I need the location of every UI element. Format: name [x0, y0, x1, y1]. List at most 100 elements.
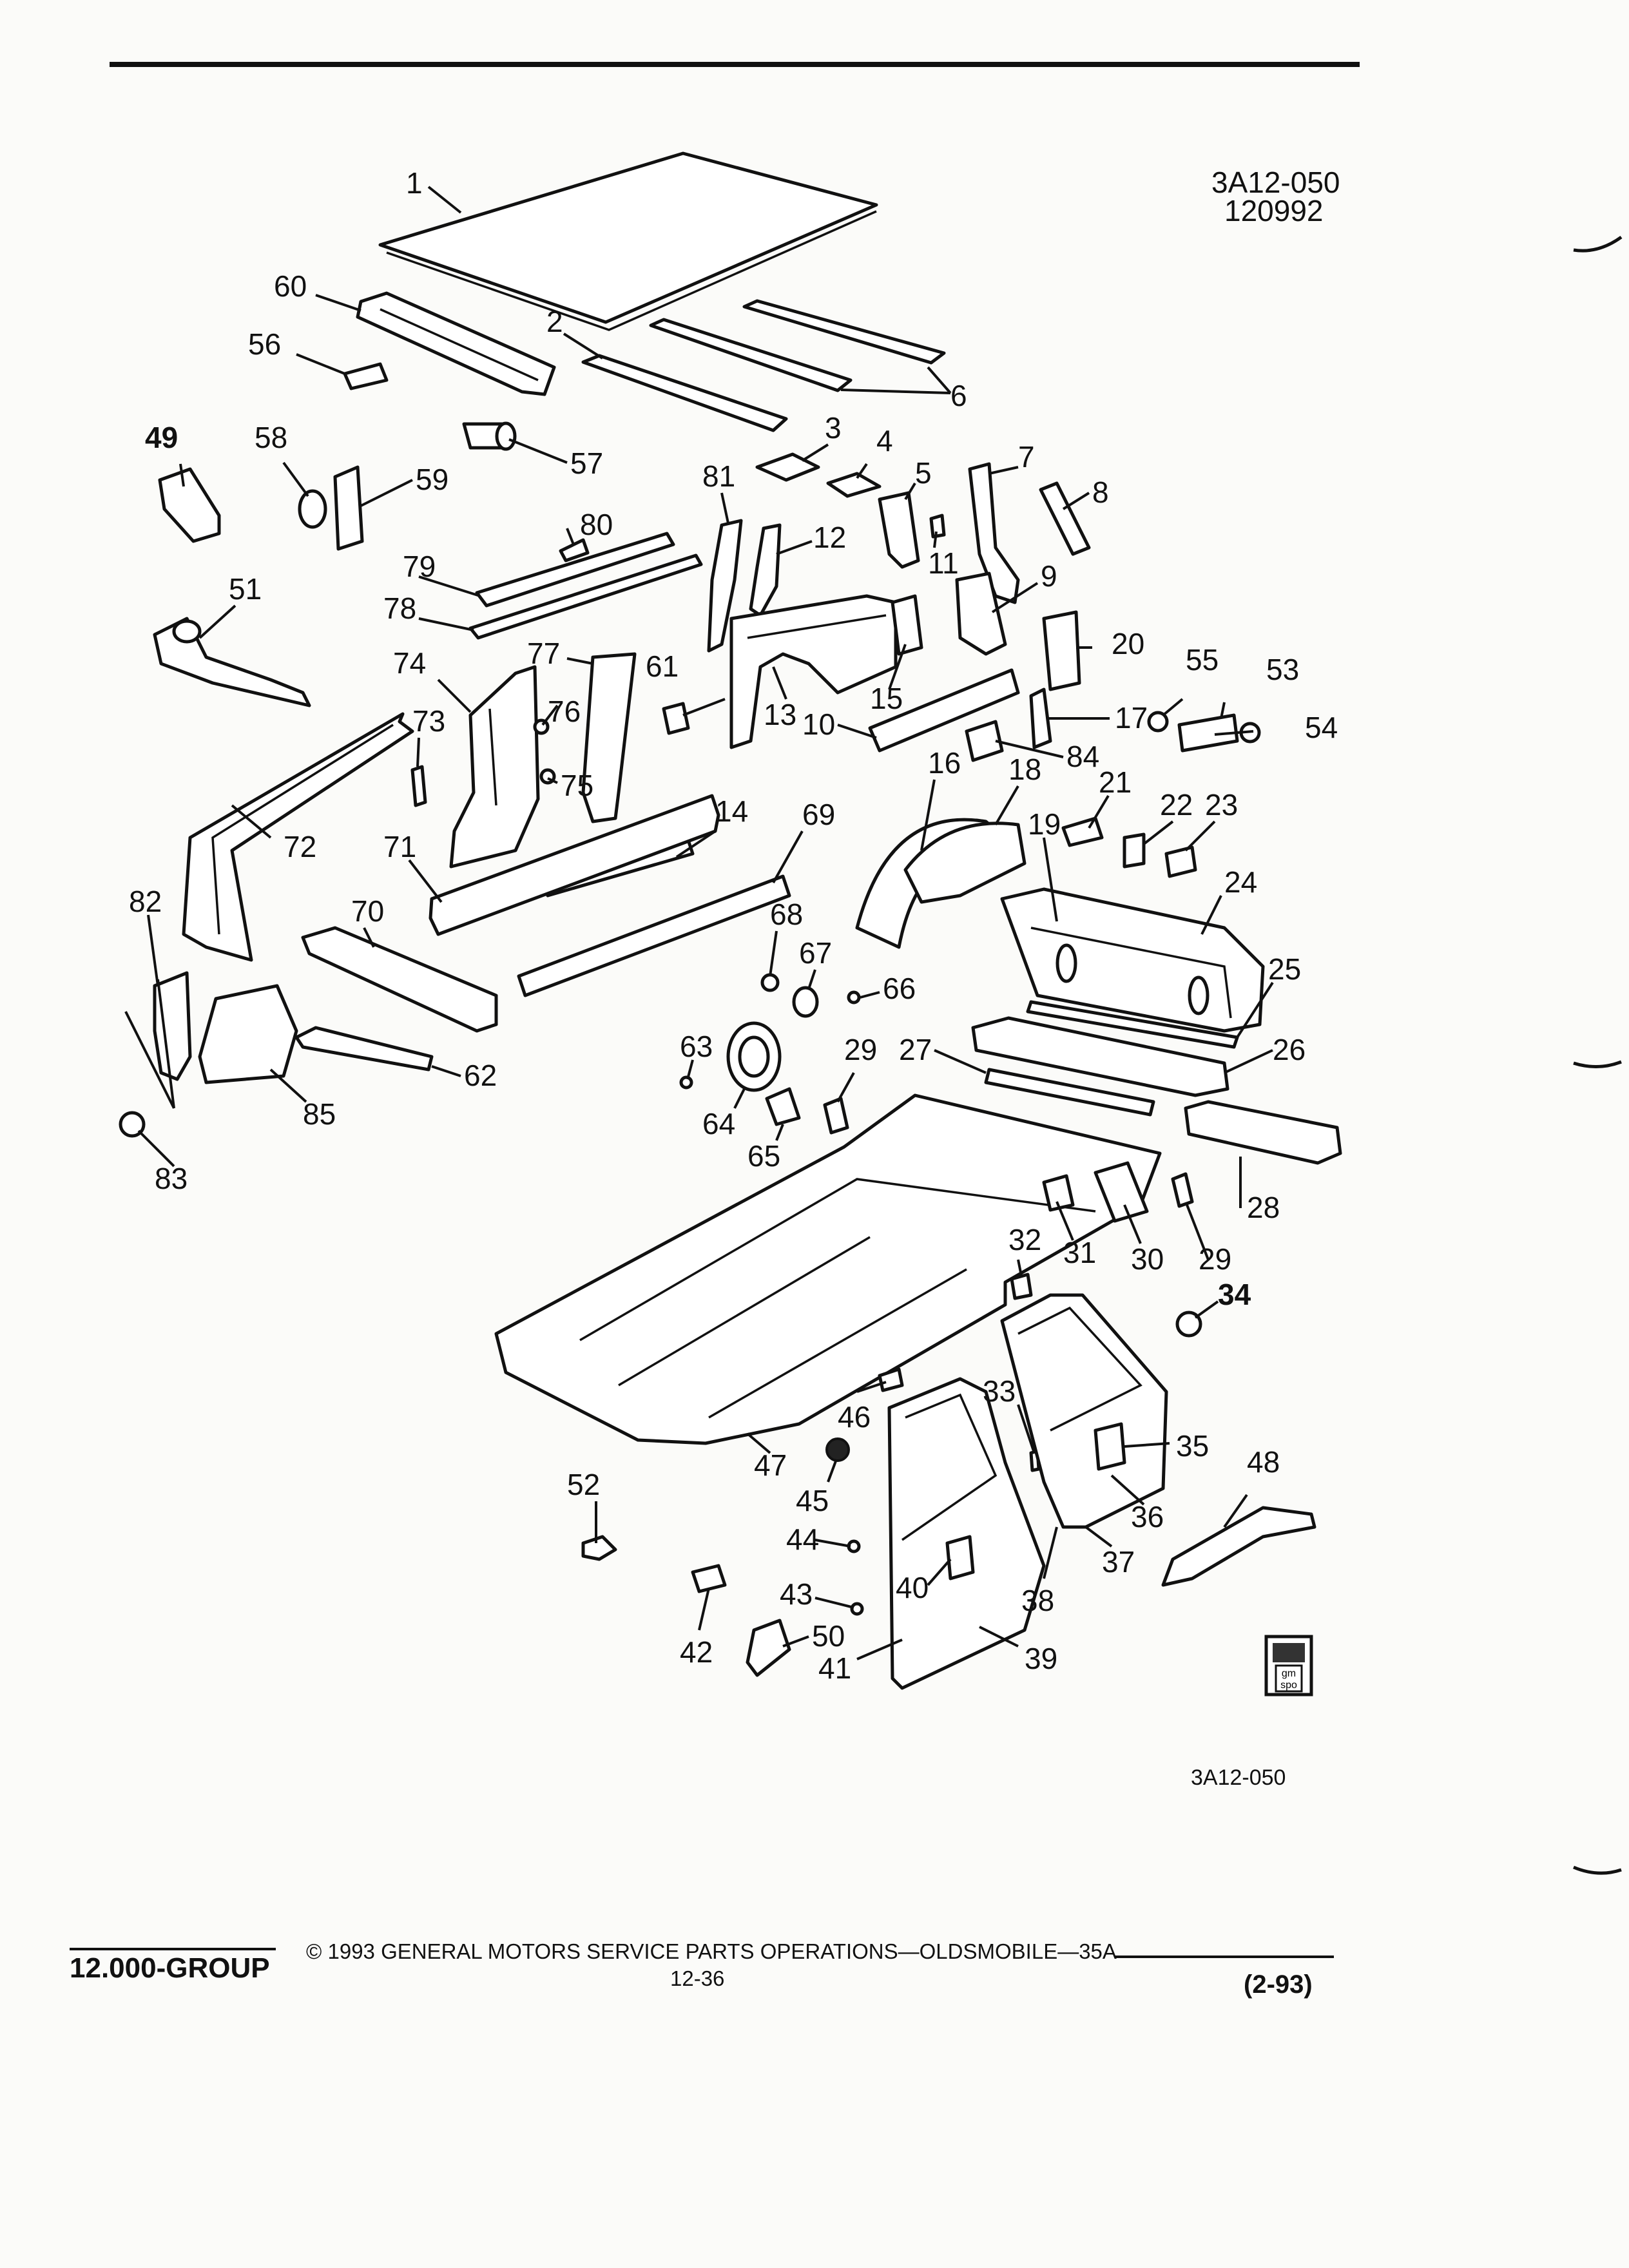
roof-rail-inner: [468, 553, 703, 640]
pillar-reinforcement: [749, 523, 782, 617]
clip: [1147, 711, 1169, 733]
date-code: 120992: [1224, 194, 1324, 227]
bracket: [891, 594, 923, 656]
clip: [410, 765, 427, 807]
callout-1: 1: [406, 166, 423, 200]
callout-84: 84: [1066, 740, 1099, 773]
callout-74: 74: [393, 646, 426, 680]
cowl-panel: [301, 926, 498, 1033]
callout-61: 61: [646, 649, 679, 683]
plate: [965, 720, 1004, 762]
callout-54: 54: [1305, 711, 1338, 744]
rear-door: [1000, 1293, 1168, 1529]
brace: [1026, 1000, 1239, 1049]
front-door: [887, 1377, 1046, 1690]
footer-rule-left: [70, 1948, 276, 1950]
leader-lines: [124, 186, 1274, 1660]
callout-71: 71: [383, 830, 416, 863]
hinge: [746, 1619, 791, 1677]
callout-25: 25: [1268, 952, 1301, 986]
callout-46: 46: [838, 1400, 871, 1434]
callout-4: 4: [876, 424, 893, 457]
callout-78: 78: [383, 591, 416, 625]
callout-35: 35: [1176, 1429, 1209, 1463]
clip: [1010, 1273, 1033, 1300]
callout-56: 56: [248, 327, 281, 361]
callout-65: 65: [747, 1139, 780, 1173]
crossbar: [984, 1068, 1155, 1117]
callout-83: 83: [155, 1162, 188, 1195]
plug: [343, 362, 389, 390]
callout-30: 30: [1131, 1242, 1164, 1276]
gm-spo-logo: gm spo: [1264, 1635, 1313, 1696]
bolt: [760, 973, 780, 992]
callout-49: 49: [145, 421, 178, 454]
clip: [1123, 832, 1146, 869]
callout-81: 81: [702, 459, 735, 493]
callout-2: 2: [546, 305, 563, 338]
footer-copyright: © 1993 GENERAL MOTORS SERVICE PARTS OPER…: [306, 1939, 1117, 1963]
bracket: [1171, 1172, 1194, 1208]
callout-55: 55: [1186, 643, 1219, 677]
logo-text-gm: gm: [1282, 1668, 1296, 1679]
callout-76: 76: [548, 695, 581, 728]
callout-19: 19: [1028, 807, 1061, 841]
callout-39: 39: [1025, 1642, 1057, 1675]
margin-tick: [1573, 1865, 1622, 1875]
callout-32: 32: [1008, 1223, 1041, 1256]
hinge-bracket: [153, 617, 311, 707]
roof-panel: [378, 151, 878, 331]
callout-13: 13: [764, 698, 796, 731]
callout-79: 79: [403, 550, 436, 583]
callout-53: 53: [1266, 653, 1299, 686]
bracket: [826, 472, 882, 498]
callout-57: 57: [570, 447, 603, 480]
callout-11: 11: [928, 546, 959, 580]
bracket: [1164, 845, 1197, 878]
callout-6: 6: [950, 379, 967, 412]
rear-crossmember: [971, 1016, 1229, 1097]
hinge-pillar: [153, 971, 192, 1081]
windshield-header: [356, 291, 556, 396]
callout-37: 37: [1102, 1545, 1135, 1579]
callout-26: 26: [1273, 1033, 1306, 1066]
callout-33: 33: [983, 1374, 1016, 1408]
callout-43: 43: [780, 1577, 813, 1611]
callout-14: 14: [715, 794, 748, 828]
roof-rail: [475, 532, 675, 608]
callout-72: 72: [284, 830, 316, 863]
drawing-number: 3A12-050: [1211, 166, 1340, 199]
callout-15: 15: [870, 682, 903, 715]
callout-18: 18: [1008, 753, 1041, 786]
callout-45: 45: [796, 1484, 829, 1517]
callout-64: 64: [702, 1107, 735, 1140]
quarter-panel: [729, 594, 898, 749]
callout-50: 50: [812, 1619, 845, 1653]
callout-60: 60: [274, 269, 307, 303]
bracket: [823, 1097, 849, 1135]
windshield-pillar: [182, 712, 414, 962]
wheelhouse-brace: [955, 572, 1007, 656]
fuel-pocket: [765, 1087, 801, 1126]
callout-51: 51: [229, 572, 262, 606]
callout-80: 80: [580, 508, 613, 541]
callout-42: 42: [680, 1635, 713, 1669]
callout-48: 48: [1247, 1445, 1280, 1479]
callout-47: 47: [754, 1448, 787, 1482]
rail: [1094, 1161, 1149, 1223]
callout-17: 17: [1115, 701, 1148, 735]
plenum-grille: [294, 1026, 434, 1072]
plug: [662, 702, 690, 735]
striker: [581, 1535, 617, 1561]
floor-pan: [494, 1093, 1162, 1445]
bracket: [1042, 1174, 1075, 1212]
callout-9: 9: [1041, 559, 1057, 593]
callout-40: 40: [896, 1571, 929, 1604]
callout-labels: 1 2 3 4 5 6 7 8 9 10 11 12 13 14 15 16 1…: [129, 166, 1338, 1685]
bushing: [462, 421, 517, 451]
pin: [850, 1602, 864, 1616]
callout-66: 66: [883, 972, 916, 1005]
rocker-panel: [517, 874, 791, 997]
callout-24: 24: [1224, 865, 1257, 899]
callout-3: 3: [825, 411, 842, 445]
